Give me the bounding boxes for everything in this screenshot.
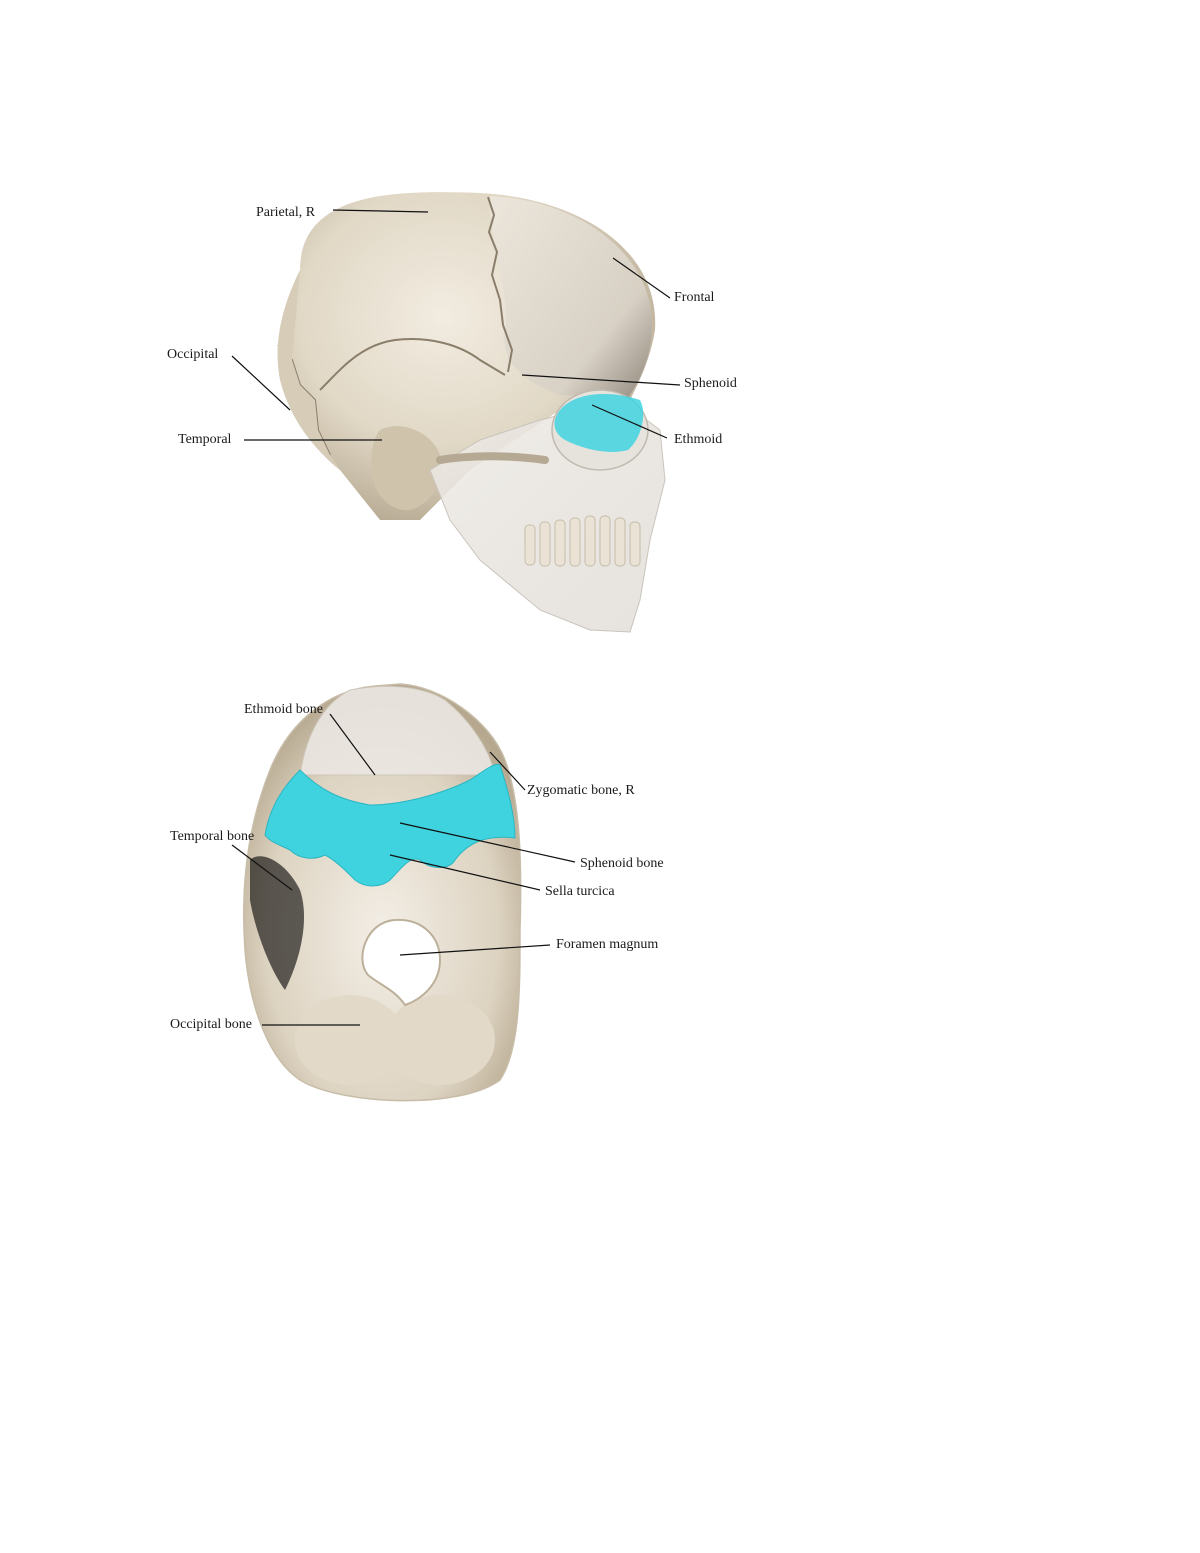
leader-sphenoid-bone	[399, 822, 576, 863]
label-occipital-bone: Occipital bone	[170, 1017, 253, 1032]
facial-region	[299, 685, 496, 776]
label-ethmoid-bone: Ethmoid bone	[244, 702, 323, 717]
leader-frontal	[612, 257, 671, 299]
leader-ethmoid-bone	[329, 713, 376, 776]
leader-foramen	[399, 944, 551, 956]
label-parietal: Parietal, R	[256, 205, 316, 220]
label-foramen-magnum: Foramen magnum	[556, 937, 659, 952]
lateral-skull-illustration	[231, 192, 681, 633]
occipital-lobe-left	[295, 995, 405, 1085]
label-sella-turcica: Sella turcica	[545, 884, 615, 899]
zygomatic-arch	[436, 452, 549, 464]
temporal-region-base	[250, 856, 305, 990]
leader-zygomatic	[489, 751, 526, 791]
coronal-suture	[487, 196, 514, 373]
occipital-lobe-right	[385, 995, 495, 1085]
label-temporal-bone: Temporal bone	[170, 829, 255, 844]
occipital-region	[277, 270, 340, 470]
label-frontal: Frontal	[674, 290, 715, 305]
skull-base-figure: Ethmoid bone Zygomatic bone, R Temporal …	[0, 660, 1200, 1140]
label-sphenoid-bone: Sphenoid bone	[580, 856, 664, 871]
leader-sphenoid	[521, 374, 681, 386]
label-temporal: Temporal	[178, 432, 232, 447]
foramen-magnum	[361, 918, 442, 1007]
teeth	[524, 515, 641, 567]
label-sphenoid: Sphenoid	[684, 376, 737, 391]
sphenoid-highlight	[264, 763, 516, 887]
squamosal-suture	[319, 338, 506, 391]
leader-occipital	[231, 355, 291, 411]
label-zygomatic-bone: Zygomatic bone, R	[527, 783, 635, 798]
frontal-region	[490, 196, 653, 398]
temporal-region	[371, 426, 442, 511]
leader-temporal-bone	[231, 844, 293, 891]
leader-parietal	[332, 209, 429, 213]
skull-base-illustration	[231, 683, 576, 1102]
leader-sella	[389, 854, 541, 891]
lateral-skull-figure: Parietal, R Frontal Occipital Sphenoid T…	[0, 0, 1200, 660]
ethmoid-highlight	[554, 394, 644, 452]
label-occipital: Occipital	[167, 347, 219, 362]
label-ethmoid: Ethmoid	[674, 432, 723, 447]
leader-ethmoid	[591, 404, 668, 439]
